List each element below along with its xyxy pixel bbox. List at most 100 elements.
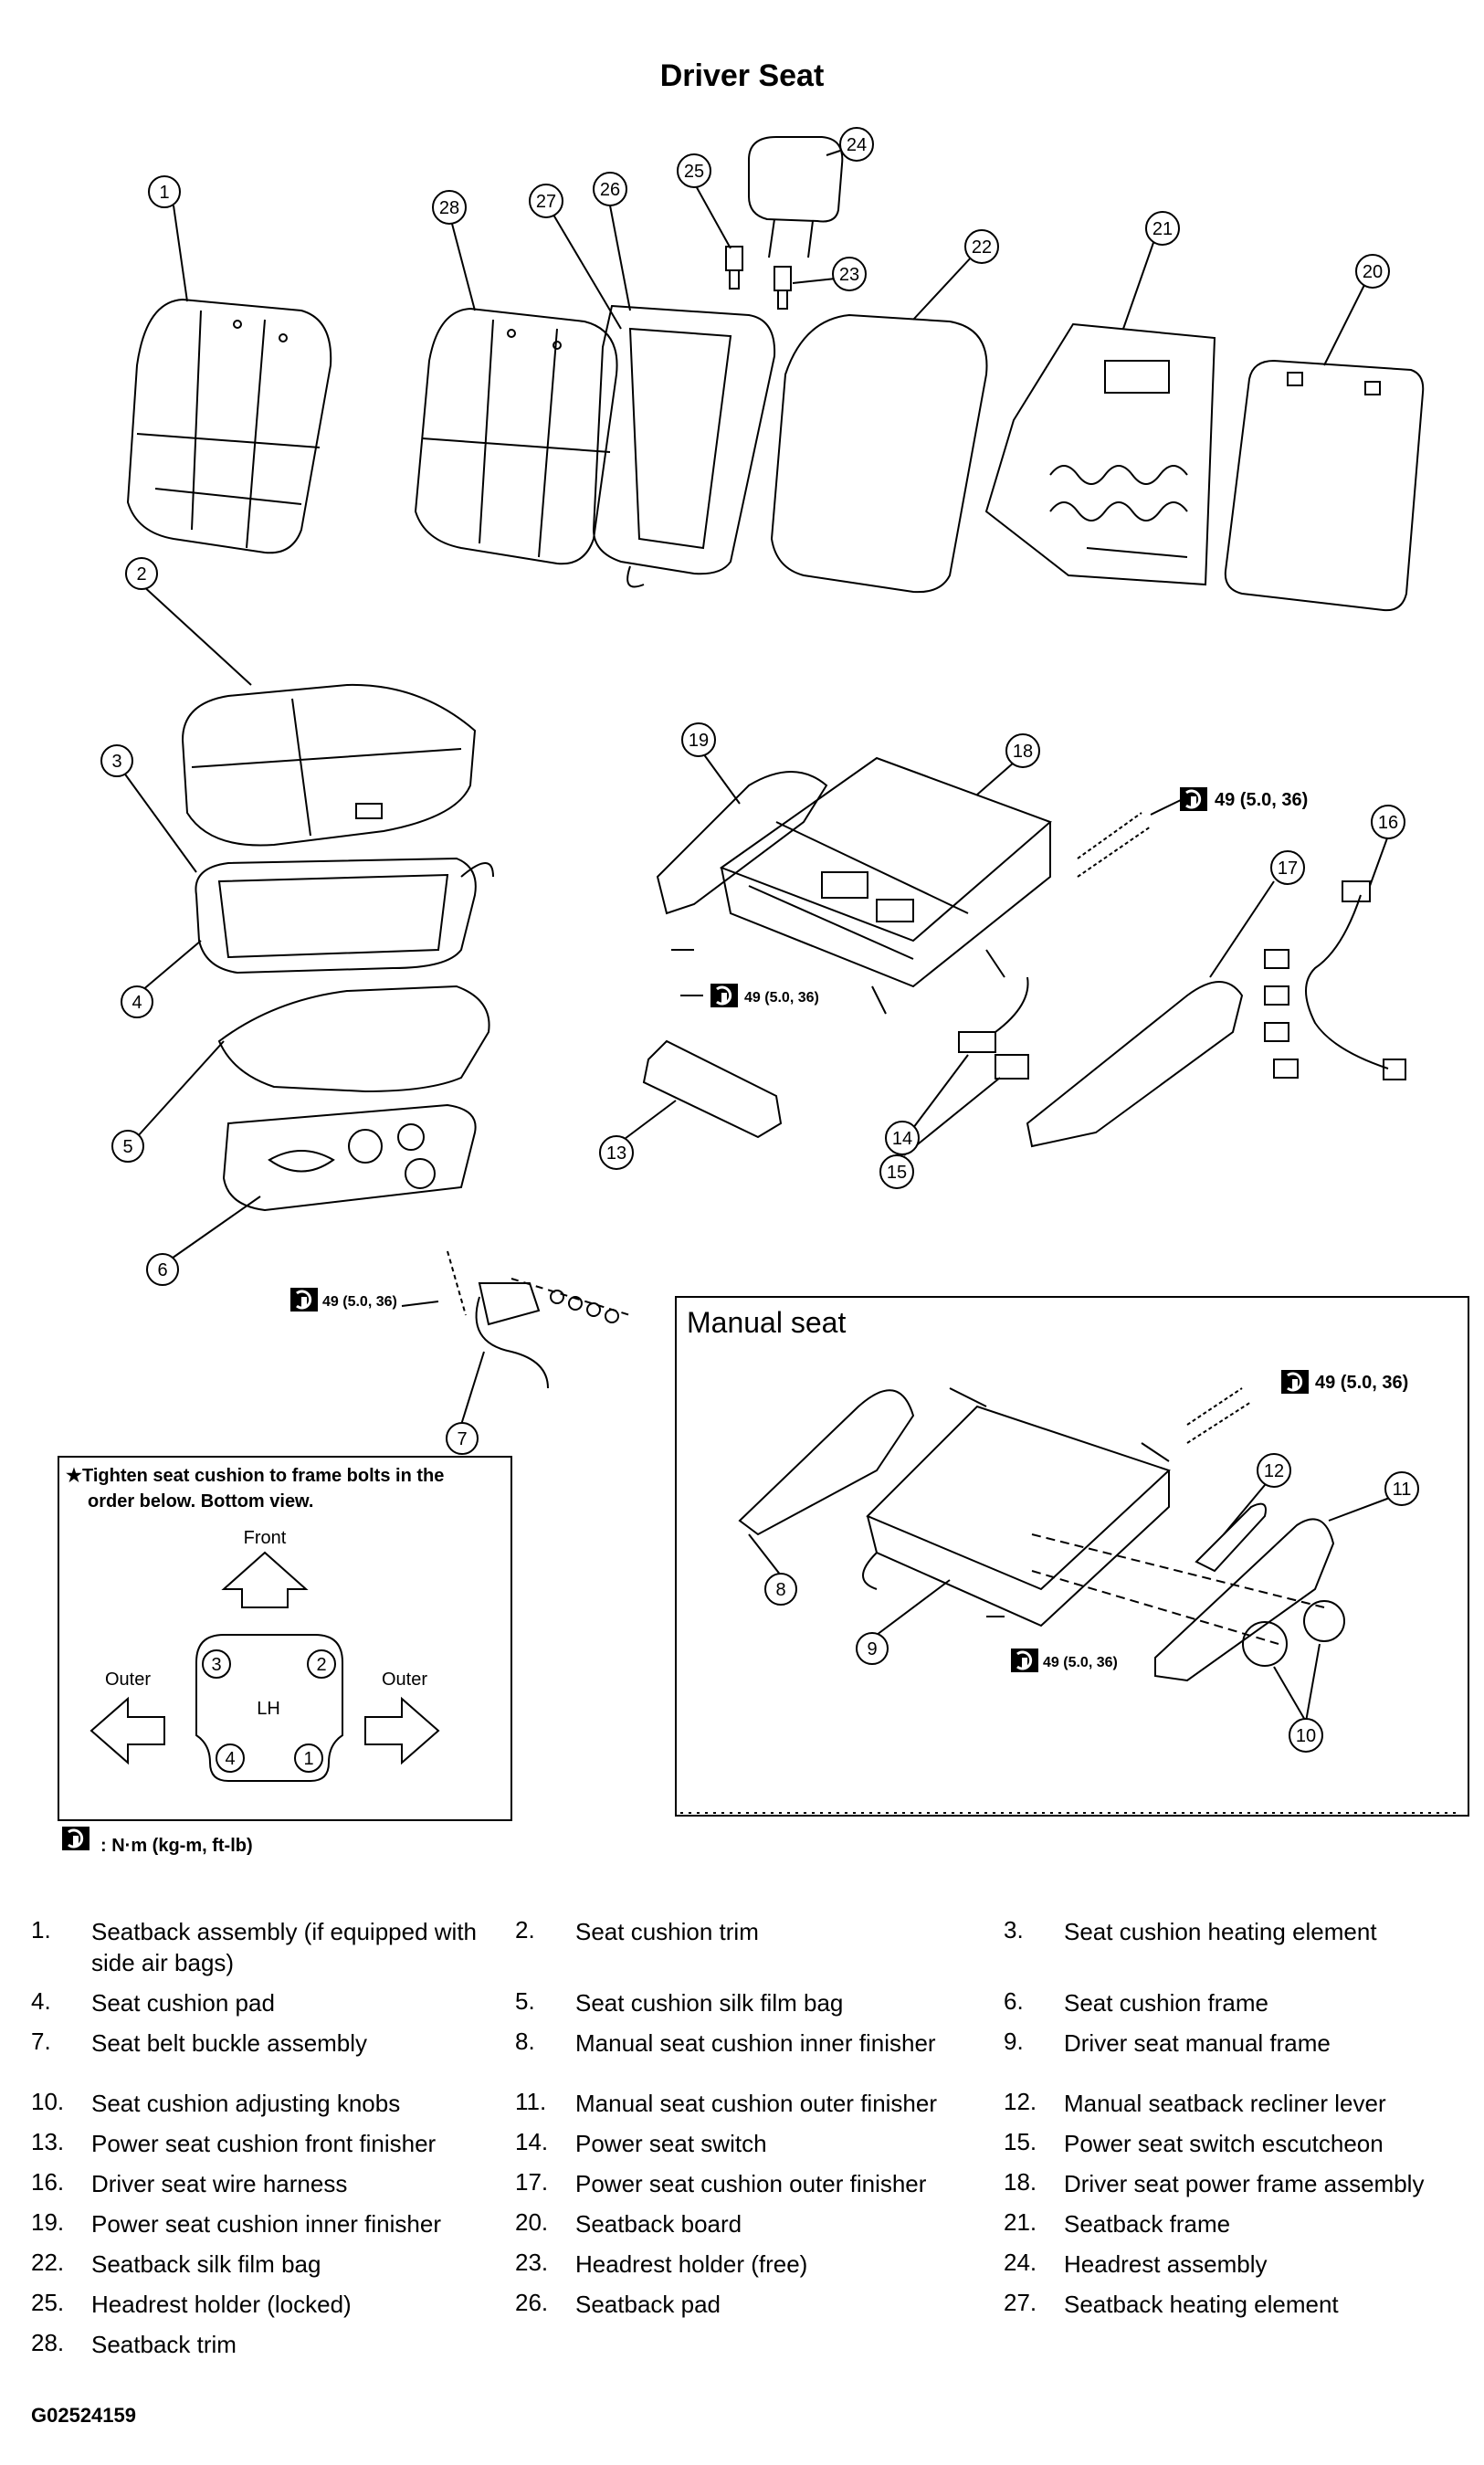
part-number: 8. <box>515 2028 535 2055</box>
callout-26: 26 <box>593 172 627 206</box>
callout-6: 6 <box>146 1253 179 1286</box>
callout-markers: 1 2 3 4 5 6 7 8 9 10 11 12 13 14 15 16 1… <box>100 127 1419 1753</box>
figure-code: G02524159 <box>31 2404 136 2427</box>
callout-1-label: 1 <box>159 183 169 203</box>
seat-belt-buckle-drawing <box>447 1250 631 1389</box>
part-name: Seat cushion adjusting knobs <box>91 2090 401 2117</box>
callout-11-label: 11 <box>1393 1480 1412 1500</box>
callout-16: 16 <box>1371 805 1405 839</box>
manual-inner-finisher-drawing <box>738 1389 915 1536</box>
part-number: 26. <box>515 2289 549 2316</box>
part-entry: 21.Seatback frame <box>1004 2208 1466 2239</box>
part-entry: 15.Power seat switch escutcheon <box>1004 2128 1466 2159</box>
torque-spec-4-value: 49 (5.0, 36) <box>1315 1373 1408 1393</box>
part-number: 13. <box>31 2128 65 2155</box>
headrest-drawing <box>748 136 844 258</box>
part-entry: 20. Seatback board <box>515 2208 977 2239</box>
part-name: Seat belt buckle assembly <box>91 2029 368 2057</box>
power-seat-inner-finisher-drawing <box>656 771 828 915</box>
front-arrow <box>221 1551 309 1608</box>
part-entry: 19.Power seat cushion inner finisher <box>31 2208 493 2239</box>
part-entry: 12.Manual seatback recliner lever <box>1004 2088 1466 2119</box>
callout-21: 21 <box>1145 211 1180 246</box>
headrest-holder-locked-drawing <box>725 246 743 290</box>
callout-2: 2 <box>125 557 158 590</box>
part-name: Seatback frame <box>1064 2210 1231 2238</box>
part-number: 3. <box>1004 1916 1024 1944</box>
callout-2-label: 2 <box>136 564 146 585</box>
callout-24: 24 <box>839 127 874 162</box>
torque-spec-2: 49 (5.0, 36) <box>709 982 819 1009</box>
part-number: 20. <box>515 2208 549 2236</box>
power-seat-switch-escutcheon-drawing <box>995 1054 1029 1080</box>
part-name: Seatback heating element <box>1064 2291 1339 2318</box>
part-name: Power seat cushion front finisher <box>91 2130 437 2157</box>
torque-legend-text: : N·m (kg-m, ft-lb) <box>100 1836 253 1856</box>
part-name: Seatback silk film bag <box>91 2250 321 2278</box>
seatback-silk-film-bag-drawing <box>770 313 988 594</box>
outer-right-label: Outer <box>382 1670 427 1690</box>
callout-19-label: 19 <box>689 731 709 751</box>
power-seat-switch-drawing <box>958 976 1029 1053</box>
part-name: Seatback trim <box>91 2331 237 2358</box>
torque-spec-3: 49 (5.0, 36) <box>289 1286 397 1313</box>
callout-13: 13 <box>599 1135 634 1170</box>
callout-20-label: 20 <box>1363 262 1383 282</box>
part-number: 6. <box>1004 1987 1024 2015</box>
callout-28-label: 28 <box>439 198 459 218</box>
part-number: 7. <box>31 2028 51 2055</box>
part-number: 5. <box>515 1987 535 2015</box>
callout-22-label: 22 <box>972 237 992 258</box>
part-number: 18. <box>1004 2168 1037 2196</box>
diagram-title: Driver Seat <box>659 58 825 93</box>
callout-18: 18 <box>1005 733 1040 768</box>
callout-6-label: 6 <box>157 1260 167 1280</box>
callout-15-label: 15 <box>887 1163 907 1183</box>
star-icon: ★ <box>66 1466 82 1486</box>
part-entry: 5.Seat cushion silk film bag <box>515 1987 977 2018</box>
torque-legend-icon <box>60 1825 91 1852</box>
part-entry: 8.Manual seat cushion inner finisher <box>515 2028 977 2059</box>
manual-seat-title: Manual seat <box>687 1306 847 1339</box>
note-line-2: order below. Bottom view. <box>88 1491 314 1512</box>
torque-spec-5-value: 49 (5.0, 36) <box>1043 1655 1118 1670</box>
callout-11: 11 <box>1384 1471 1419 1506</box>
part-number: 16. <box>31 2168 65 2196</box>
part-name: Seatback board <box>575 2210 742 2238</box>
callout-20: 20 <box>1355 254 1390 289</box>
torque-spec-1: 49 (5.0, 36) <box>1178 785 1308 813</box>
callout-18-label: 18 <box>1013 742 1033 762</box>
outer-left-label: Outer <box>105 1670 151 1690</box>
seat-cushion-trim-drawing <box>181 683 477 847</box>
part-entry: 3. Seat cushion heating element <box>1004 1916 1466 1947</box>
part-entry: 2.Seat cushion trim <box>515 1916 977 1947</box>
part-name: Headrest assembly <box>1064 2250 1268 2278</box>
manual-outer-finisher-drawing <box>1154 1518 1335 1682</box>
part-number: 17. <box>515 2168 549 2196</box>
part-name: Seat cushion heating element <box>1064 1918 1377 1945</box>
power-seat-outer-finisher-drawing <box>1026 981 1244 1148</box>
manual-seat-panel-border <box>675 1296 1469 1817</box>
part-number: 22. <box>31 2249 65 2276</box>
callout-14-label: 14 <box>892 1129 912 1149</box>
bolt-order-3: 3 <box>202 1649 231 1679</box>
part-name: Power seat cushion inner finisher <box>91 2210 441 2238</box>
seat-cushion-frame-drawing <box>222 1103 477 1212</box>
part-entry: 22. Seatback silk film bag <box>31 2249 493 2280</box>
part-entry: 16. Driver seat wire harness <box>31 2168 493 2199</box>
part-entry: 10.Seat cushion adjusting knobs <box>31 2088 493 2119</box>
part-name: Driver seat wire harness <box>91 2170 348 2197</box>
callout-24-label: 24 <box>847 135 867 155</box>
part-name: Driver seat manual frame <box>1064 2029 1331 2057</box>
part-name: Seat cushion pad <box>91 1989 275 2017</box>
callout-4: 4 <box>121 985 153 1018</box>
part-number: 25. <box>31 2289 65 2316</box>
callout-5: 5 <box>111 1130 144 1163</box>
part-number: 1. <box>31 1916 51 1944</box>
part-entry: 11.Manual seat cushion outer finisher <box>515 2088 977 2119</box>
bolt-order-4: 4 <box>216 1743 245 1773</box>
part-entry: 9.Driver seat manual frame <box>1004 2028 1466 2059</box>
callout-8: 8 <box>764 1573 797 1606</box>
part-number: 14. <box>515 2128 549 2155</box>
